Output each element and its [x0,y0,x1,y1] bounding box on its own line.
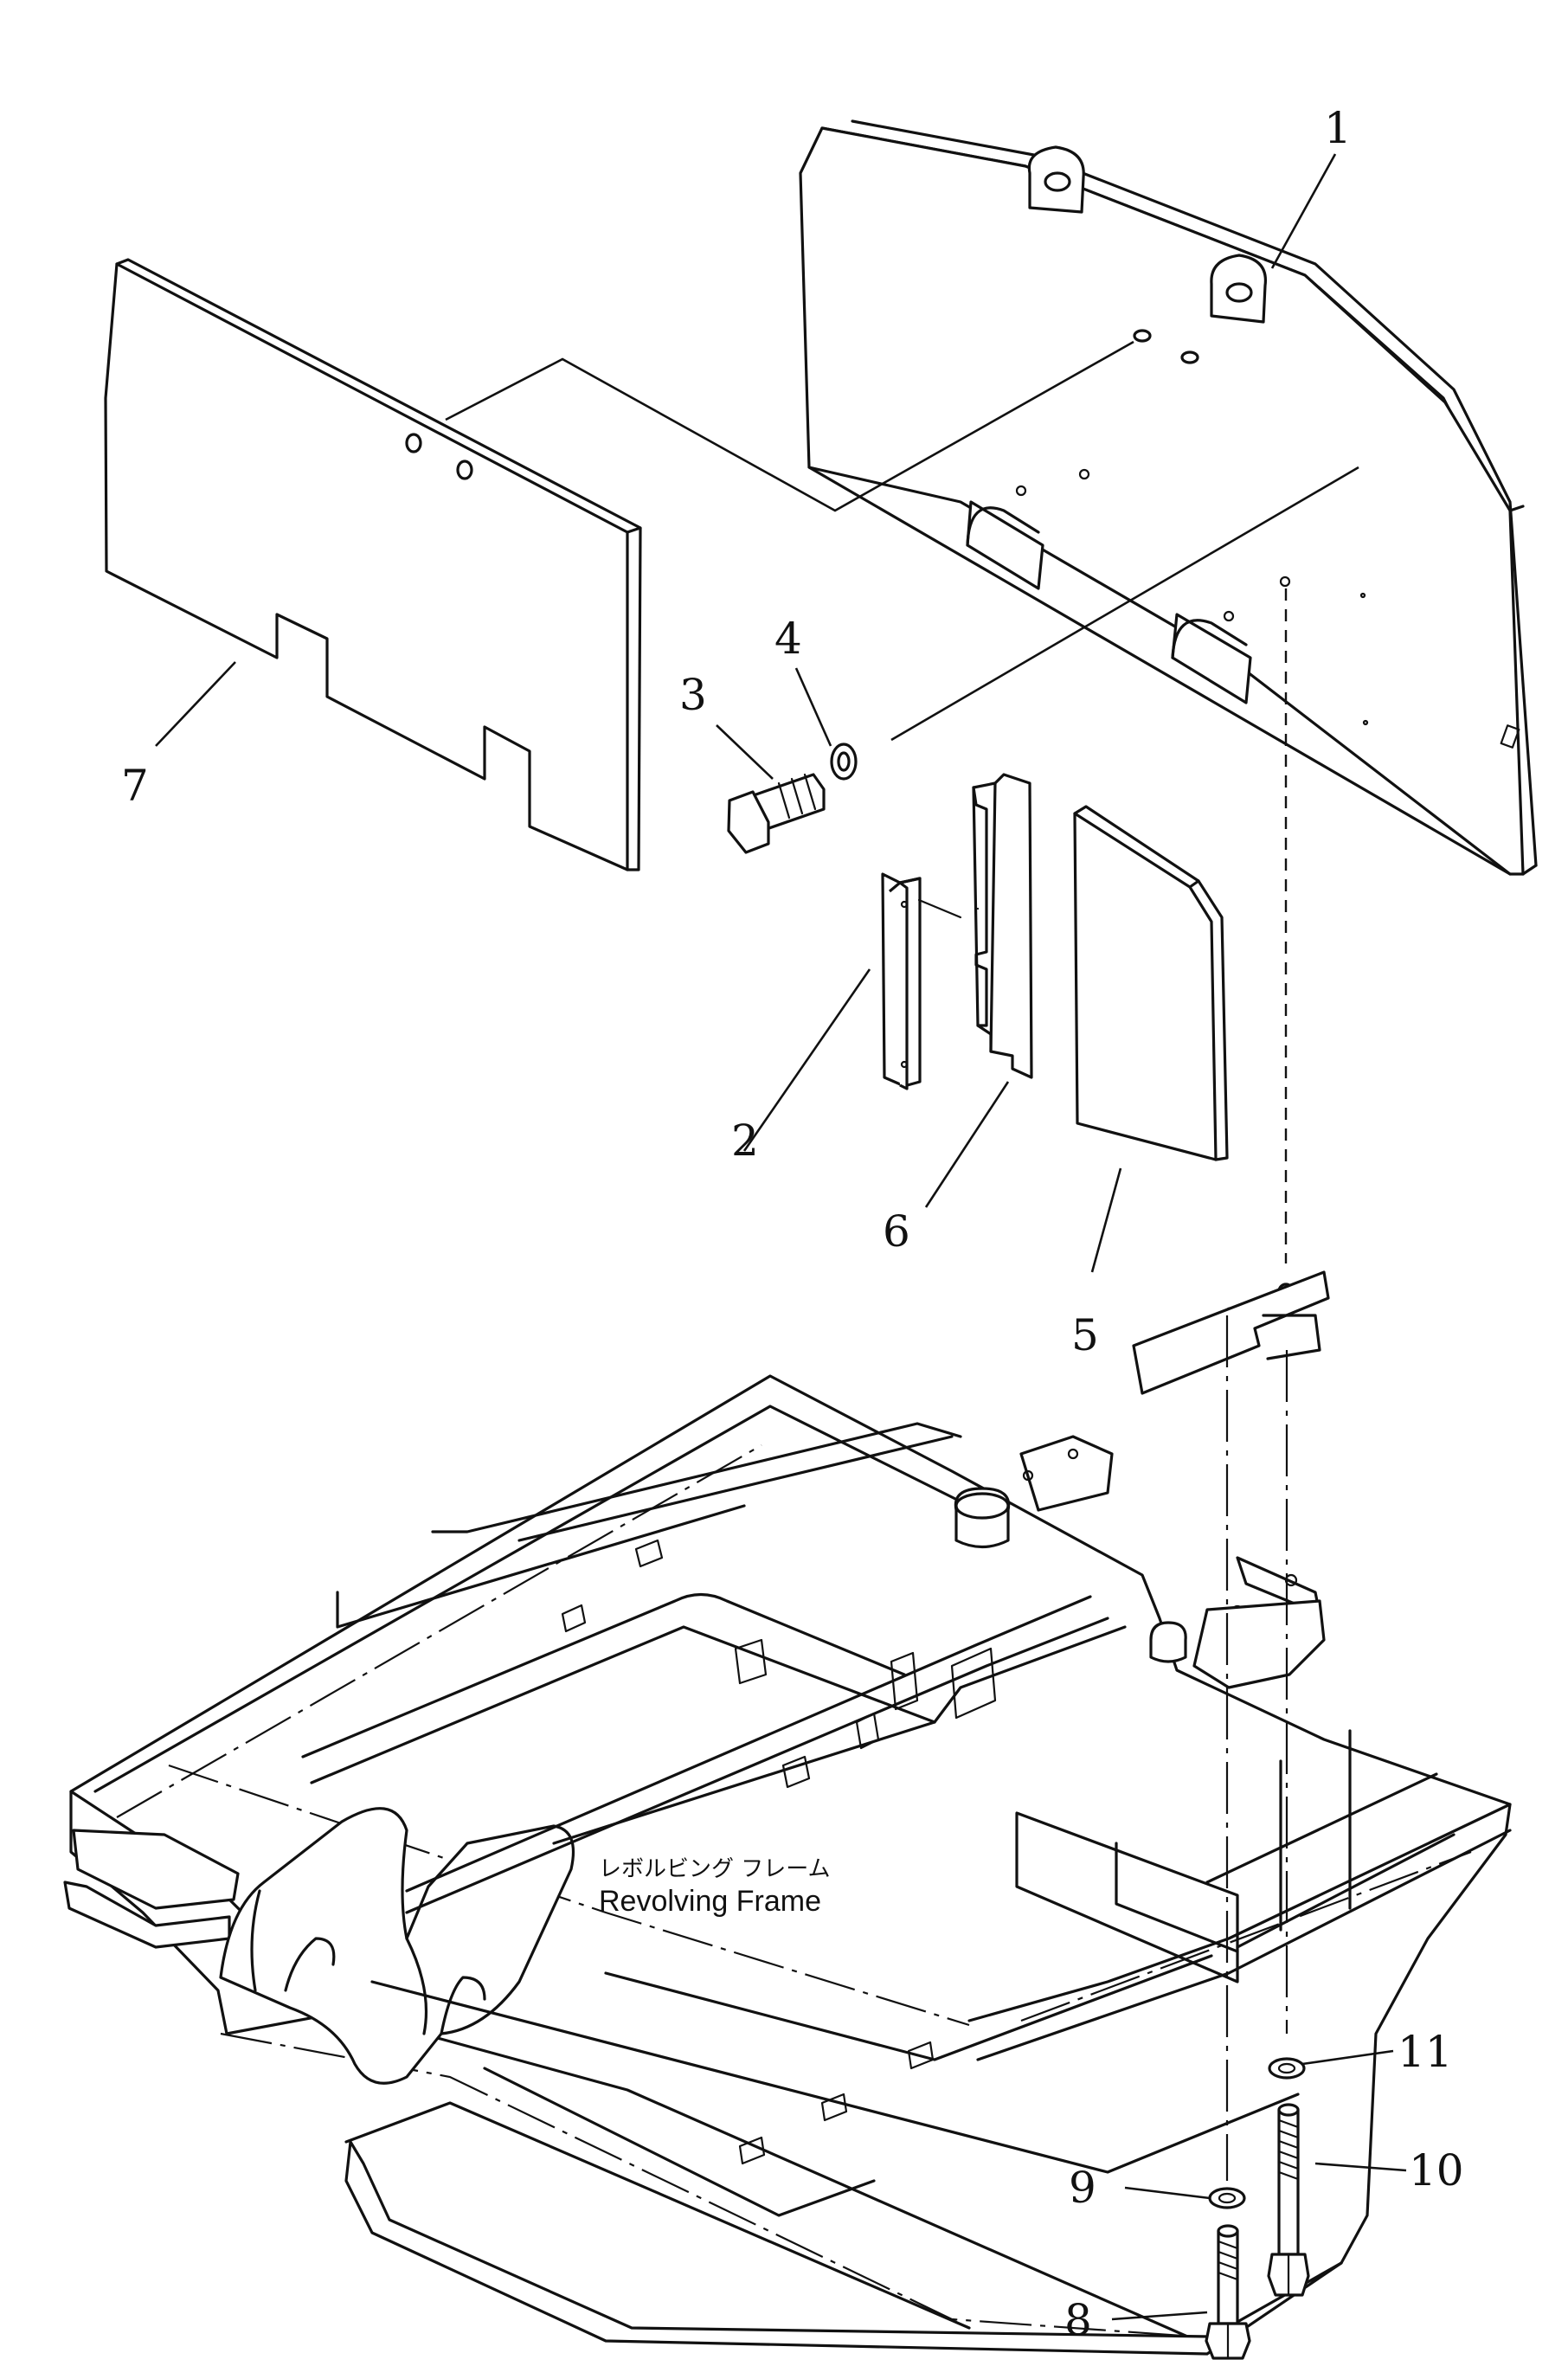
callout-10: 10 [1409,2145,1464,2196]
part-4-washer[interactable] [830,743,858,781]
part-11-washer[interactable] [1268,2057,1306,2080]
part-3-bolt[interactable] [727,773,826,854]
assembly-line-7-1 [445,340,1134,512]
callout-4: 4 [774,614,802,664]
callout-3: 3 [679,670,707,720]
callout-9: 9 [1069,2163,1096,2213]
callout-1: 1 [1324,103,1352,153]
frame-label-japanese: レボルビング フレーム [599,1856,831,1882]
part-1-counterweight-panel[interactable] [799,119,1538,876]
part-10-bolt[interactable] [1267,2103,1310,2297]
callout-7: 7 [121,761,149,811]
callout-2: 2 [731,1115,759,1166]
callout-6: 6 [883,1206,910,1257]
part-6-bracket[interactable] [917,773,1033,1079]
part-5-side-panel[interactable] [1073,805,1229,1161]
callout-11: 11 [1398,2027,1453,2077]
callout-5: 5 [1071,1310,1099,1360]
part-8-bolt[interactable] [1205,2224,1251,2360]
part-9-washer[interactable] [1208,2187,1246,2209]
frame-label-english: Revolving Frame [599,1885,821,1918]
callout-leaders [155,153,1407,2321]
callout-numbers: 1 2 3 4 5 6 7 8 9 10 11 [121,103,1464,2345]
part-2-channel-bar[interactable] [881,872,922,1090]
assembly-line-2-1 [890,466,1359,742]
callout-8: 8 [1064,2295,1092,2345]
revolving-frame[interactable] [63,1270,1512,2356]
part-7-cover-plate[interactable] [104,258,642,871]
